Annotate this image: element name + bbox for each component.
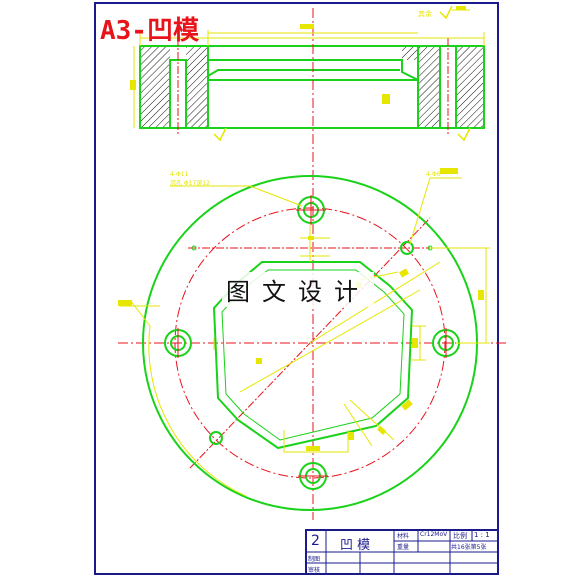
pin-mark-left bbox=[191, 245, 197, 251]
watermark-text: 图文设计 bbox=[222, 272, 374, 307]
surface-finish-symbol-1 bbox=[213, 127, 227, 142]
pin-hole-note: 4-Φ6 bbox=[426, 171, 441, 178]
title-block-weight-label: 重量 bbox=[397, 544, 410, 551]
title-block-part-name: 凹 模 bbox=[340, 538, 371, 553]
section-hatch-left-inner bbox=[186, 46, 208, 128]
section-step-top bbox=[208, 59, 419, 81]
section-chamfer bbox=[207, 69, 400, 77]
title-block-material-label: 材料 bbox=[397, 533, 410, 540]
section-dim-depth-text bbox=[382, 94, 390, 104]
section-hatch-right-inner bbox=[418, 46, 440, 128]
title-block-drawn-label: 制图 bbox=[308, 556, 321, 563]
die-opening-inner bbox=[221, 269, 405, 441]
surface-finish-symbol-2 bbox=[457, 127, 471, 142]
title-block-checked-label: 审核 bbox=[308, 567, 321, 574]
section-hatch-right-outer bbox=[456, 46, 484, 128]
drawing-frame bbox=[94, 2, 499, 575]
surface-note: 其余 bbox=[418, 9, 432, 18]
die-opening bbox=[212, 261, 414, 450]
section-hatch-right-top bbox=[402, 46, 418, 60]
surface-finish-symbol-general bbox=[439, 5, 453, 20]
hole-note-counterbore: 沉孔 Φ17深12 bbox=[170, 179, 210, 187]
title-block-scale-value: 1 : 1 bbox=[474, 531, 490, 539]
hole-center-marks bbox=[177, 195, 447, 477]
section-dim-overall-text bbox=[300, 24, 314, 29]
pin-hole-left bbox=[209, 431, 223, 445]
section-view: 其余 bbox=[130, 5, 485, 520]
section-outline bbox=[139, 45, 485, 129]
section-hatch-left-outer bbox=[140, 46, 170, 128]
title-block-index: 2 bbox=[311, 533, 320, 549]
hole-note-count: 4-Φ11 bbox=[170, 171, 189, 178]
surface-note-value bbox=[456, 6, 466, 10]
title-block-sheet-count: 共16张第5张 bbox=[451, 544, 487, 551]
section-dim-height-text bbox=[130, 80, 136, 90]
title-block-material-value: Cr12MoV bbox=[420, 531, 448, 538]
title-block bbox=[305, 529, 499, 575]
bolt-circle bbox=[174, 207, 446, 479]
pin-hole-right bbox=[400, 241, 414, 255]
sheet-title: A3-凹模 bbox=[100, 16, 199, 46]
title-block-scale-label: 比例 bbox=[453, 532, 467, 540]
